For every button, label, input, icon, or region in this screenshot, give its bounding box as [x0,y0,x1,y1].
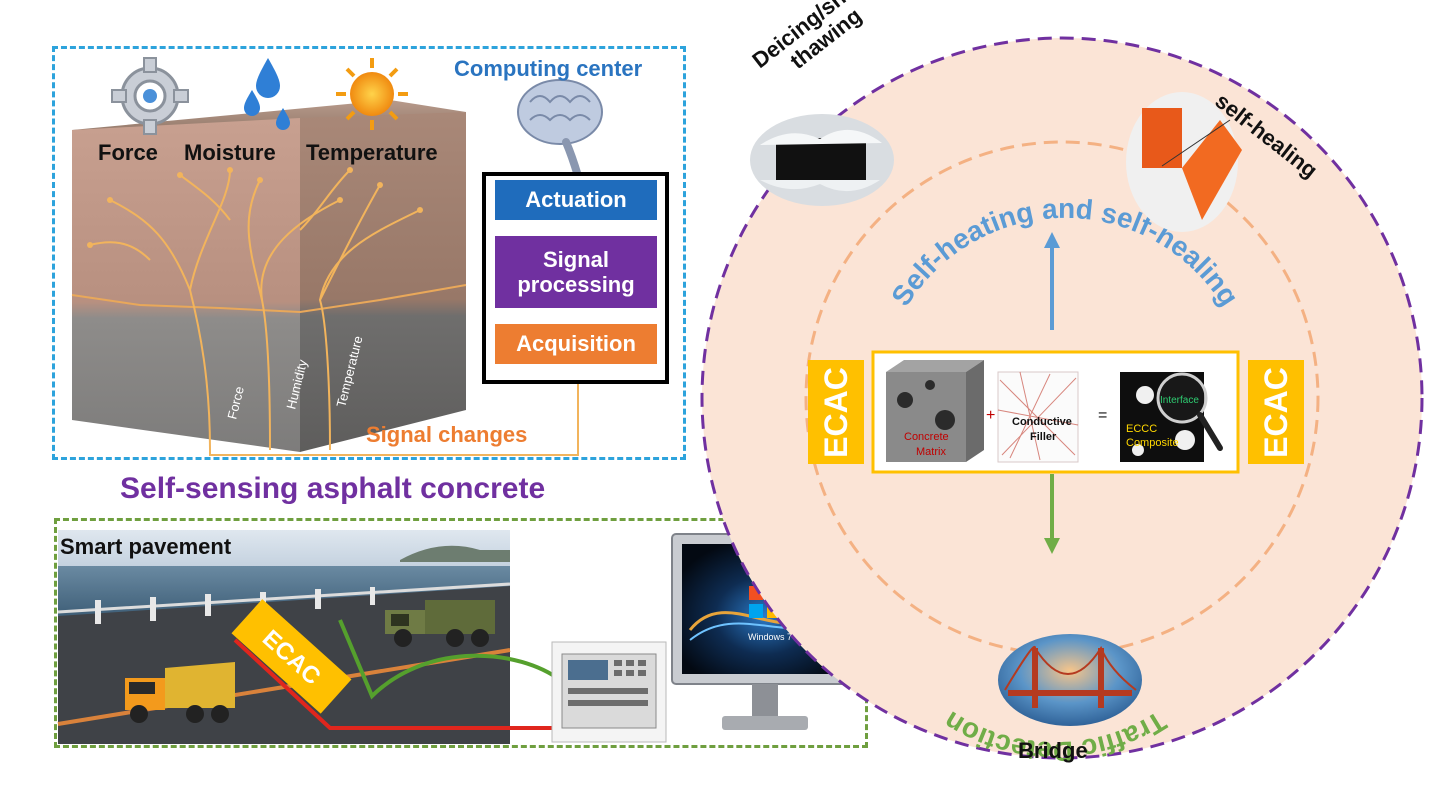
actuation-block: Actuation [495,180,657,220]
ecac-applications-circle: Self-heating and self-healing Traffic De… [700,36,1424,767]
green-wire [338,619,621,700]
arrow-up-icon [1044,232,1060,248]
block-side-face [300,112,466,452]
measurement-instrument-icon [551,641,667,743]
concrete-matrix-cube [886,360,984,462]
signal-changes-label: Signal changes [366,422,528,447]
gear-icon [111,57,189,135]
equals-sign: = [1098,407,1107,424]
interface-label: Interface [1160,395,1199,406]
sun-icon [336,58,408,130]
brain-icon [517,79,603,180]
signal-processing-block: Signal processing [495,236,657,308]
block-front-face [72,118,300,452]
ecac-sensor-strip [231,599,352,714]
deicing-photo [750,114,894,206]
result-label-1: ECCC [1126,423,1157,435]
monitor-os-text: Windows 7 [748,632,792,642]
golden-gate-bridge-photo [998,634,1142,726]
input-label-force: Force [98,140,158,165]
pavement-block-illustration: Force Humidity Temperature [71,57,603,456]
arrow-down-icon [1044,538,1060,554]
army-truck-icon [385,600,495,647]
nerve-network [89,169,421,451]
self-healing-photo [1126,92,1242,232]
matrix-label-1: Concrete [904,431,949,443]
magnifier-icon [1156,372,1223,451]
ecac-right-label: ECAC [1248,360,1304,464]
input-label-temperature: Temperature [306,140,438,165]
computing-center-label: Computing center [454,56,643,81]
result-label-2: Composite [1126,437,1179,449]
water-drops-icon [244,58,290,130]
dump-truck-icon [125,662,235,723]
sensing-panel [52,46,686,460]
bridge-label: Bridge [1018,738,1088,763]
conductive-filler-cube [997,371,1079,463]
smart-pavement-label: Smart pavement [60,534,232,559]
filler-label-2: Filler [1030,431,1057,443]
ecac-left-label: ECAC [808,360,864,464]
input-label-moisture: Moisture [184,140,276,165]
plus-sign: + [986,407,995,424]
diagram-title: Self-sensing asphalt concrete [120,472,546,505]
matrix-label-2: Matrix [916,446,946,458]
acquisition-block: Acquisition [495,324,657,364]
filler-label-1: Conductive [1012,416,1072,428]
